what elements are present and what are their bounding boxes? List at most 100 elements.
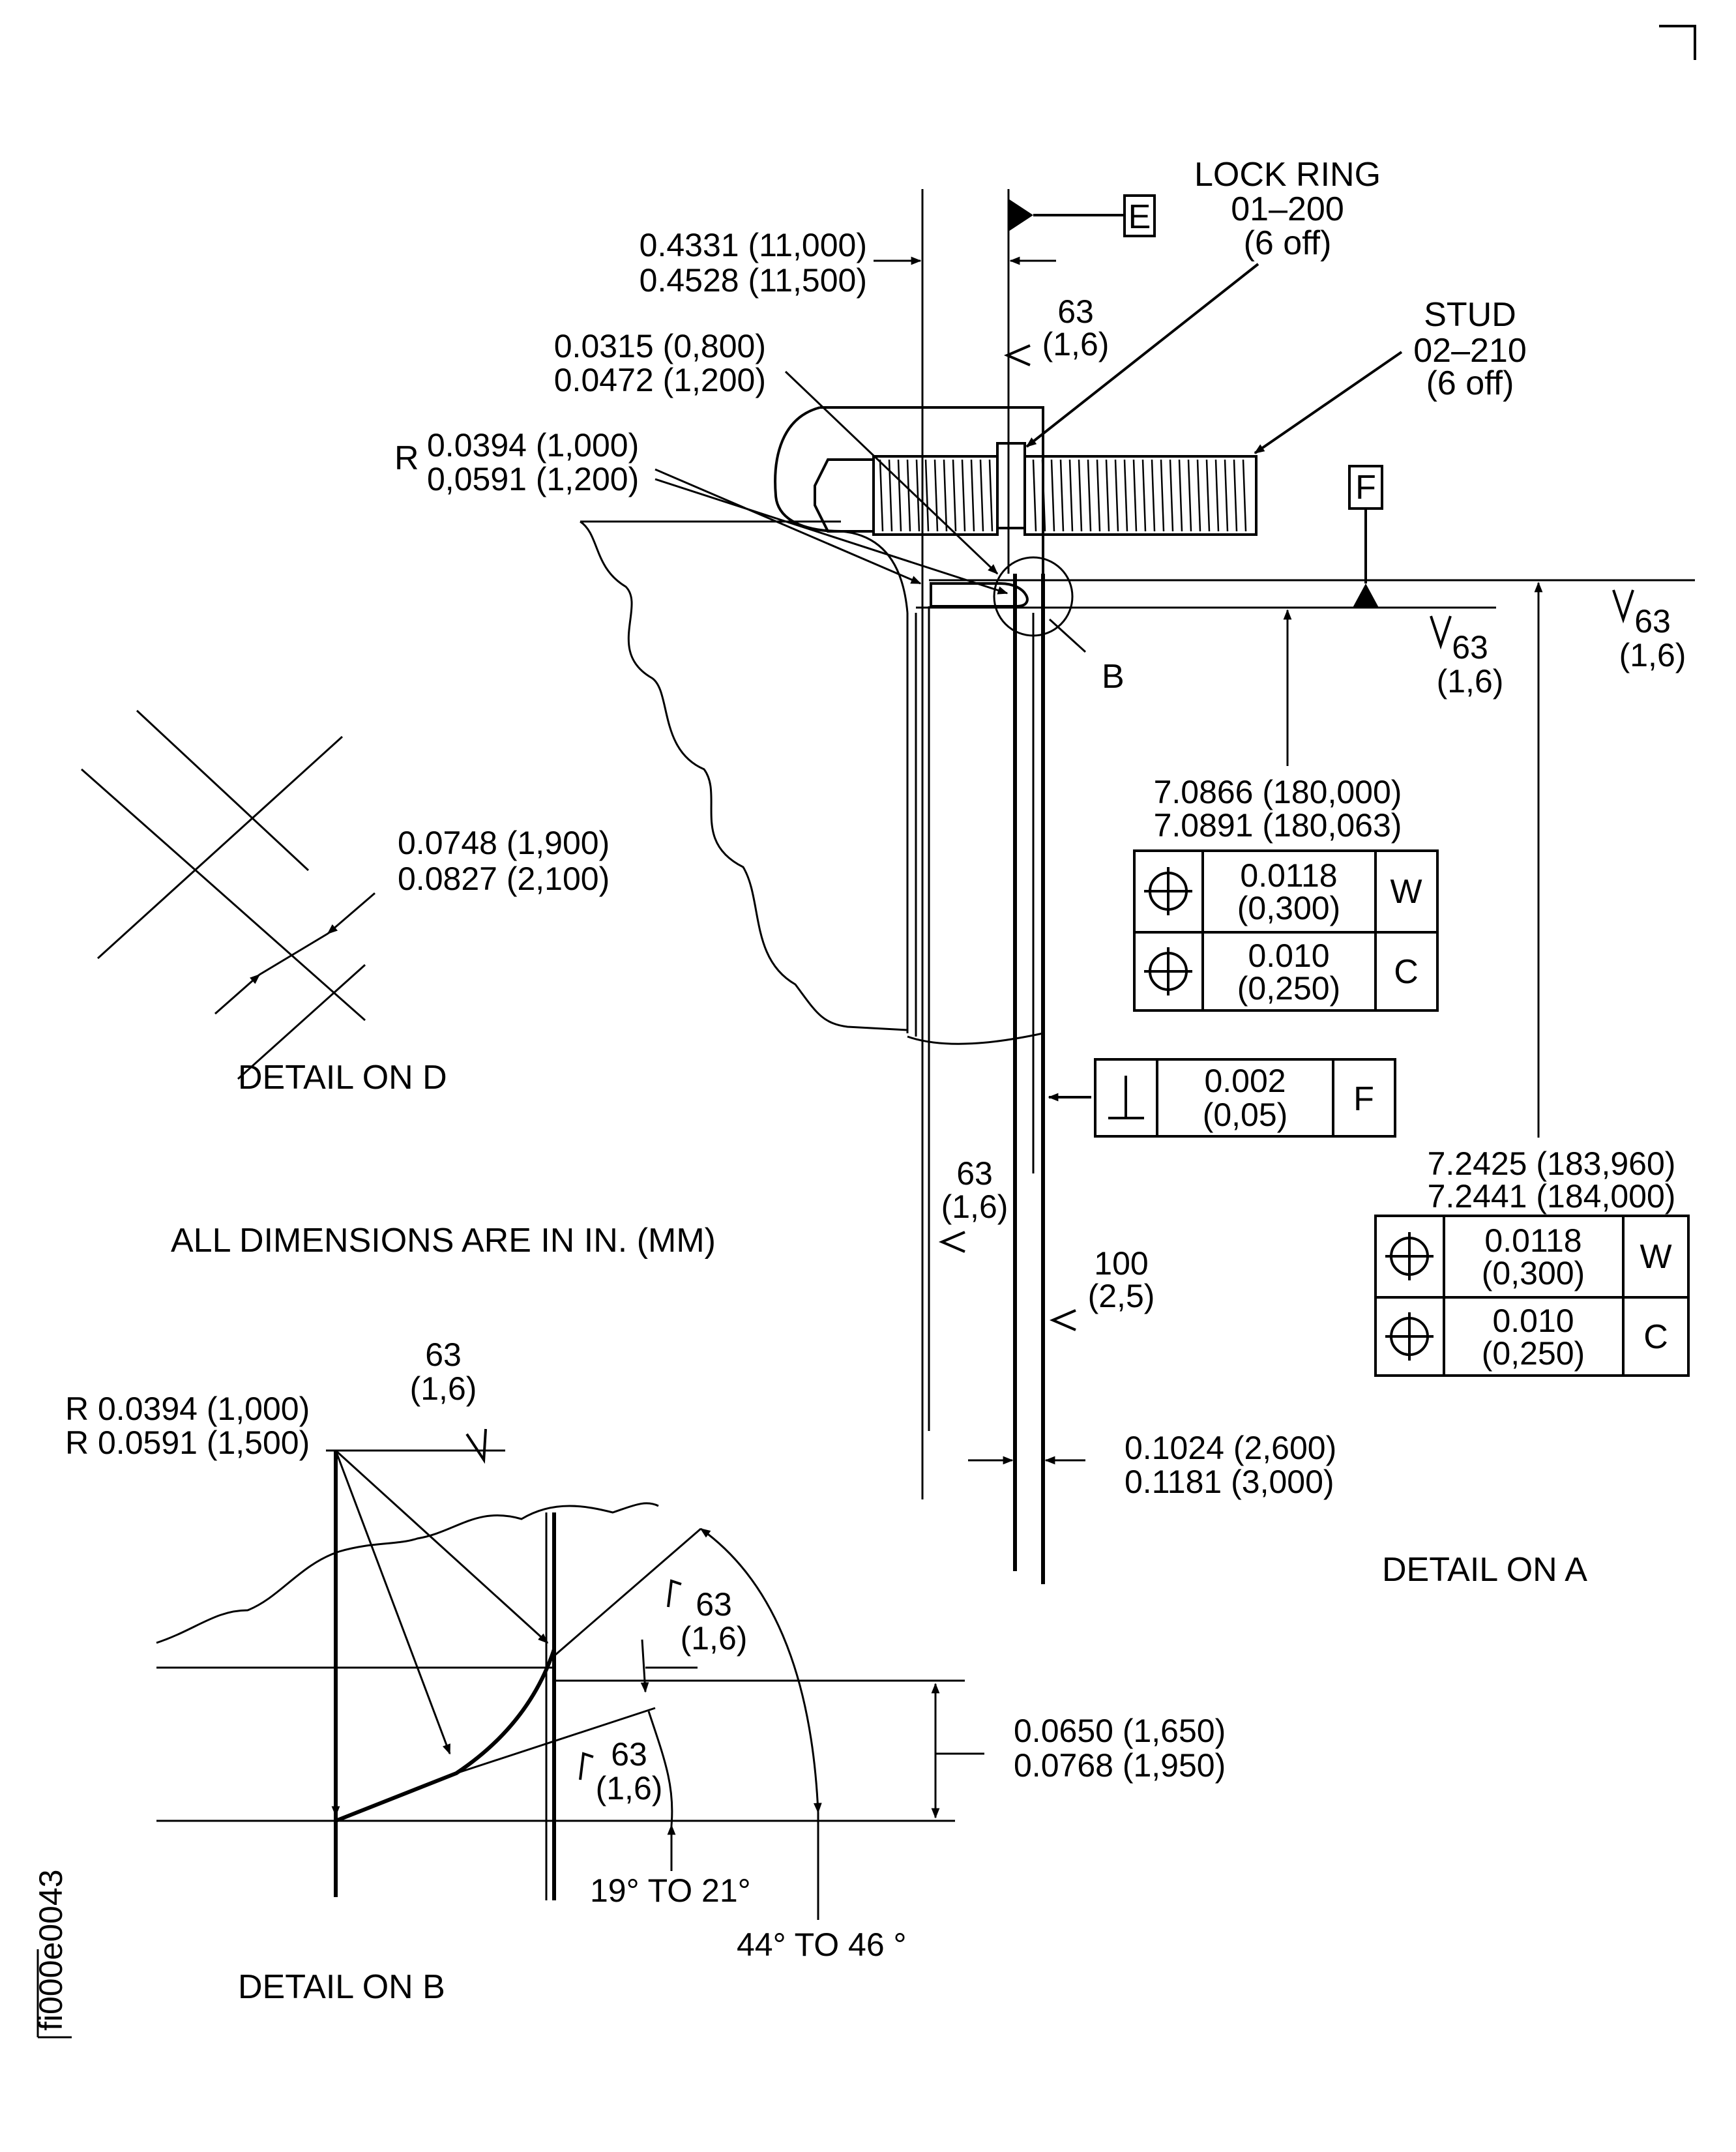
- position-symbol: [1144, 947, 1192, 995]
- dim-chamfer-lower: 0.0472 (1,200): [554, 362, 766, 398]
- position-symbol: [1385, 1312, 1434, 1361]
- dimensions-note: ALL DIMENSIONS ARE IN IN. (MM): [171, 1222, 716, 1260]
- figure-id-bracket: [37, 1949, 72, 2039]
- thread-line: [988, 459, 993, 532]
- dim-chamfer-leader: [784, 370, 999, 575]
- dim-gap-upper: 0.4331 (11,000): [640, 227, 867, 263]
- stud-body: [1023, 455, 1258, 536]
- thread-line: [943, 459, 948, 532]
- thread-line: [1105, 459, 1110, 532]
- dim-bore-large-lower: 7.2441 (184,000): [1428, 1178, 1676, 1215]
- thread-line: [1151, 459, 1156, 532]
- fcf-tol: 0.010: [1492, 1303, 1574, 1339]
- thread-line: [1178, 459, 1183, 532]
- detail-d-dim-lower: 0.0827 (2,100): [398, 861, 610, 897]
- detail-a: E B F LOCK RING 01–200 (6 off) STUD 02–2…: [394, 156, 1695, 1589]
- thread-line: [1087, 459, 1092, 532]
- thread-line: [1242, 459, 1247, 532]
- stud-tip: [814, 458, 875, 533]
- thread-line: [1041, 459, 1046, 532]
- lock-ring-leader: [1025, 263, 1259, 448]
- ref-b-label: B: [1102, 658, 1125, 696]
- detail-b-radius-upper: R 0.0394 (1,000): [65, 1391, 310, 1427]
- svg-text:(1,6): (1,6): [1437, 663, 1504, 700]
- detail-d-title: DETAIL ON D: [238, 1059, 447, 1097]
- svg-text:(1,6): (1,6): [1619, 637, 1686, 673]
- thread-line: [1205, 459, 1211, 532]
- thread-line: [1224, 459, 1229, 532]
- detail-b-angle-line-2: [553, 1527, 701, 1657]
- position-symbol: [1385, 1232, 1434, 1280]
- surface-finish-mark: 63 (1,6): [1612, 589, 1686, 673]
- surface-finish-mark: 63 (1,6): [1430, 615, 1504, 700]
- detail-b-break-line: [156, 1502, 659, 1644]
- svg-text:63: 63: [1452, 629, 1488, 666]
- detail-b-profile: [334, 1649, 556, 1823]
- detail-b-angle-large-arc: [699, 1527, 822, 1814]
- detail-d-line: [96, 735, 344, 960]
- page-corner-mark: [1659, 25, 1696, 60]
- dim-radius-prefix: R: [394, 439, 419, 477]
- datum-e-box: [1123, 194, 1156, 237]
- thread-line: [1132, 459, 1138, 532]
- svg-text:(1,6): (1,6): [941, 1188, 1008, 1225]
- datum-e-label: E: [1128, 198, 1151, 236]
- thread-line: [1196, 459, 1201, 532]
- thread-line: [1123, 459, 1128, 532]
- detail-a-title: DETAIL ON A: [1382, 1551, 1587, 1589]
- thread-line: [979, 459, 984, 532]
- lock-ring-name: LOCK RING: [1194, 156, 1381, 194]
- thread-line: [934, 459, 939, 532]
- housing-top-edge: [820, 406, 1044, 587]
- fcf-tol-mm: (0,250): [1482, 1335, 1585, 1372]
- dim-radius-lower: 0,0591 (1,200): [427, 461, 639, 497]
- fcf-datum: W: [1390, 873, 1422, 911]
- datum-f-box: [1348, 465, 1383, 510]
- detail-b-angle-small: 19° TO 21°: [590, 1872, 751, 1909]
- thread-line: [970, 459, 975, 532]
- surface-finish-mark: 63 (1,6): [579, 1736, 662, 1806]
- fcf-perpendicularity: 0.002 (0,05) F: [1048, 1058, 1396, 1138]
- thread-line: [897, 459, 902, 532]
- svg-text:63: 63: [956, 1155, 993, 1192]
- position-symbol: [1144, 867, 1192, 915]
- detail-b: R 0.0394 (1,000) R 0.0591 (1,500) 0.0650…: [65, 1336, 1226, 2006]
- thread-line: [1114, 459, 1119, 532]
- surface-finish-mark: 63 (1,6): [410, 1336, 488, 1464]
- dim-wall-lower: 0.1181 (3,000): [1125, 1464, 1334, 1500]
- detail-d-dim-upper: 0.0748 (1,900): [398, 825, 610, 861]
- thread-line: [1187, 459, 1192, 532]
- dim-gap-lower: 0.4528 (11,500): [640, 262, 867, 299]
- dim-bore-large-upper: 7.2425 (183,960): [1428, 1145, 1676, 1182]
- housing-profile: [774, 406, 842, 533]
- svg-text:63: 63: [1634, 603, 1671, 640]
- detail-d-dim-arrow: [327, 892, 375, 935]
- svg-text:63: 63: [611, 1736, 647, 1773]
- detail-d-ext: [259, 932, 329, 976]
- thread-line: [906, 459, 911, 532]
- fcf-tol: 0.010: [1248, 937, 1329, 974]
- thread-line: [879, 459, 884, 532]
- detail-b-angle-large: 44° TO 46 °: [737, 1926, 907, 1963]
- lock-ring-part: 01–200: [1231, 190, 1344, 228]
- svg-text:(1,6): (1,6): [1042, 326, 1110, 362]
- thread-line: [1059, 459, 1065, 532]
- fcf-datum: C: [1643, 1318, 1668, 1356]
- dim-radius-upper: 0.0394 (1,000): [427, 427, 639, 464]
- thread-line: [1160, 459, 1165, 532]
- detail-b-angle-small-arc: [647, 1711, 673, 1826]
- dim-bore-small-lower: 7.0891 (180,063): [1154, 807, 1402, 844]
- svg-text:(1,6): (1,6): [681, 1620, 748, 1657]
- thread-line: [1141, 459, 1147, 532]
- stud-part: 02–210: [1413, 332, 1527, 370]
- dim-wall-upper: 0.1024 (2,600): [1125, 1430, 1336, 1466]
- fcf-bore-small: 0.0118 (0,300) W 0.010 (0,250) C: [1133, 849, 1439, 1012]
- detail-d-dim-arrow: [214, 973, 261, 1015]
- detail-b-angle-line-1: [456, 1707, 656, 1775]
- surface-finish-mark: 63 (1,6): [667, 1579, 748, 1657]
- dim-radius-leader-1: [655, 468, 922, 585]
- thread-line: [1096, 459, 1101, 532]
- fcf-datum: C: [1394, 953, 1419, 991]
- svg-text:(2,5): (2,5): [1088, 1278, 1155, 1314]
